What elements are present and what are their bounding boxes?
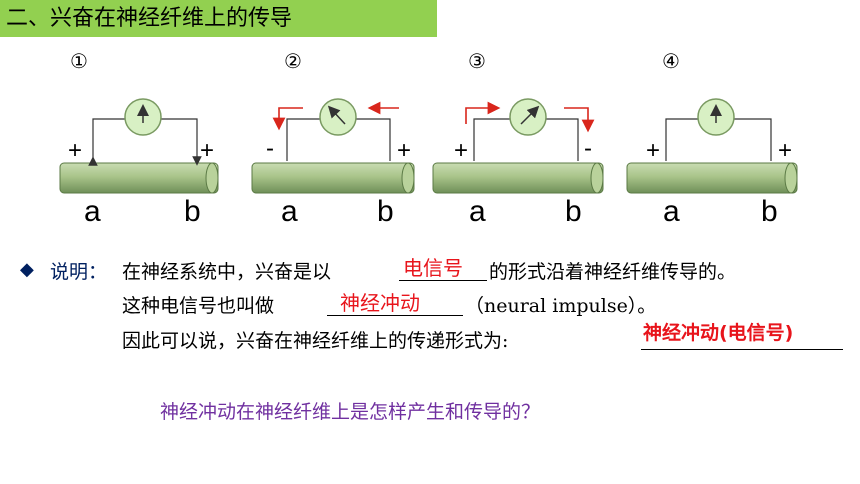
diagram-4: ④ + + a b — [626, 51, 798, 228]
explanation-line3-before: 因此可以说，兴奋在神经纤维上的传递形式为: — [122, 330, 509, 352]
blank-line-2 — [327, 287, 463, 316]
diagram-number: ② — [284, 51, 302, 73]
diagram-number: ① — [70, 51, 88, 73]
explanation-label: 说明： — [50, 261, 108, 283]
right-charge-sign: + — [778, 137, 792, 164]
section-title: 二、兴奋在神经纤维上的传导 — [0, 0, 437, 37]
nerve-fiber — [251, 162, 415, 194]
answer-1: 电信号 — [403, 256, 463, 280]
left-charge-sign: + — [646, 137, 660, 164]
nerve-fiber — [59, 162, 219, 194]
explanation-line1-before: 在神经系统中，兴奋是以 — [122, 261, 332, 283]
diagram-1: ① + + a b — [59, 51, 219, 228]
meter-needle — [520, 105, 540, 125]
nerve-fiber — [432, 162, 604, 194]
diagram-number: ③ — [468, 51, 486, 73]
explanation-line2-after: （neural impulse）。 — [465, 295, 657, 317]
point-a-label: a — [281, 195, 298, 228]
diamond-bullet-icon: ◆ — [20, 259, 34, 280]
guiding-question: 神经冲动在神经纤维上是怎样产生和传导的？ — [160, 401, 541, 423]
point-a-label: a — [663, 195, 680, 228]
point-b-label: b — [377, 195, 394, 228]
point-b-label: b — [761, 195, 778, 228]
nerve-fiber-diagrams: ① + + a b ② - + a b ③ + — [59, 51, 798, 228]
left-charge-sign: - — [266, 135, 274, 162]
explanation-line1-after: 的形式沿着神经纤维传导的。 — [489, 261, 737, 283]
right-charge-sign: + — [397, 137, 411, 164]
blank-line-1 — [399, 252, 487, 281]
nerve-fiber — [626, 162, 798, 194]
right-charge-sign: - — [584, 135, 592, 162]
diagram-3: ③ + - a b — [432, 51, 604, 228]
diagram-2: ② - + a b — [251, 51, 415, 228]
point-b-label: b — [184, 195, 201, 228]
answer-3: 神经冲动(电信号) — [643, 322, 794, 344]
current-arrow-icon — [272, 107, 303, 131]
meter-needle — [327, 105, 346, 125]
current-arrow-icon — [465, 101, 501, 124]
explanation-line2-before: 这种电信号也叫做 — [122, 295, 275, 317]
point-a-label: a — [469, 195, 486, 228]
answer-2: 神经冲动 — [340, 291, 420, 315]
blank-line-3 — [641, 320, 843, 350]
right-charge-sign: + — [200, 137, 214, 164]
left-charge-sign: + — [68, 137, 82, 164]
left-charge-sign: + — [454, 137, 468, 164]
point-b-label: b — [565, 195, 582, 228]
current-arrow-icon — [564, 107, 595, 133]
diagram-number: ④ — [662, 51, 680, 73]
point-a-label: a — [84, 195, 101, 228]
